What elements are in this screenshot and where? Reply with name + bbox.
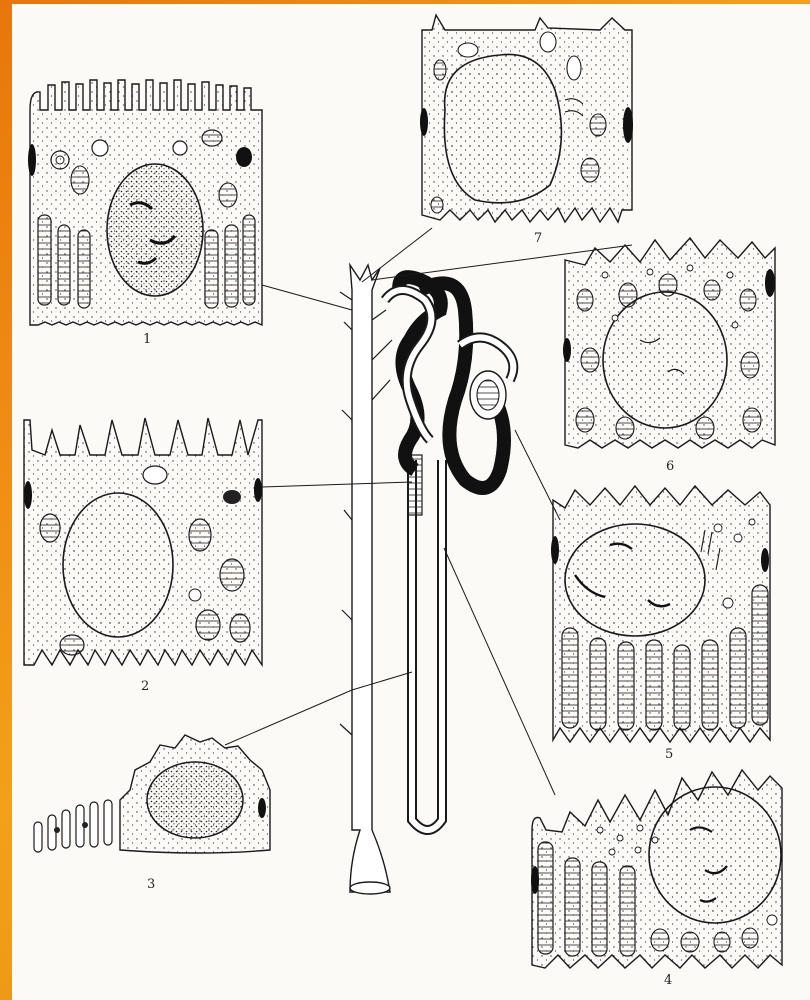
cell-1 — [28, 80, 262, 325]
label-6: 6 — [666, 460, 674, 473]
cell-4 — [531, 770, 782, 968]
label-4: 4 — [664, 974, 672, 987]
label-1: 1 — [143, 333, 151, 346]
label-5: 5 — [665, 748, 673, 761]
cell-5 — [551, 486, 770, 742]
label-7: 7 — [534, 232, 542, 245]
label-2: 2 — [141, 680, 149, 693]
nephron-tubule — [340, 265, 513, 894]
cell-7 — [420, 15, 633, 222]
cell-3 — [34, 735, 270, 853]
label-3: 3 — [147, 878, 155, 891]
cell-6 — [563, 238, 775, 448]
cell-2 — [24, 418, 262, 665]
